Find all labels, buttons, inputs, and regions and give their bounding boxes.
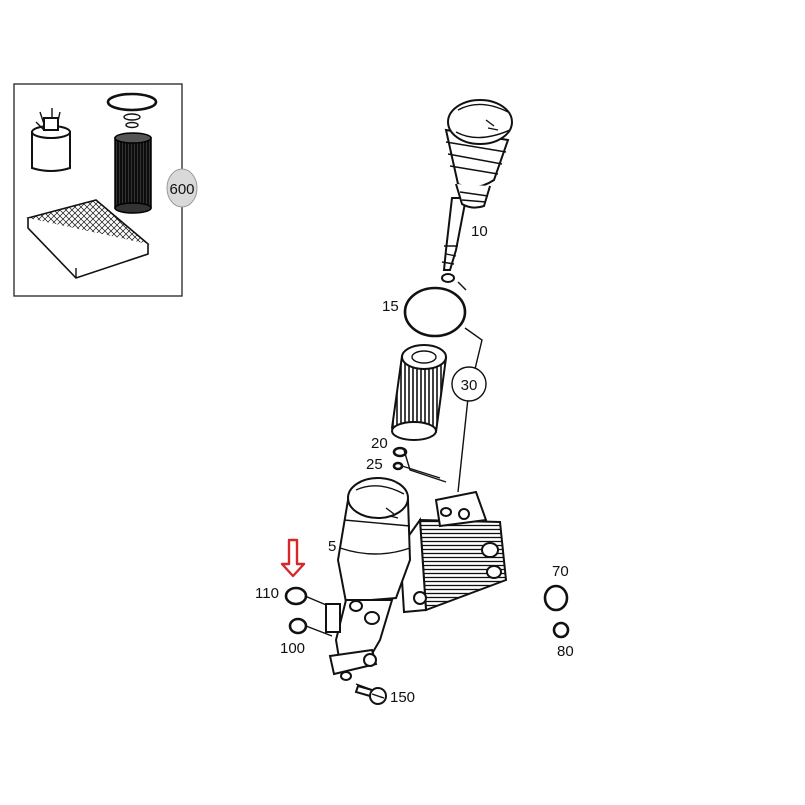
callout-80[interactable]: 80	[557, 643, 574, 660]
oil-filter-kit-drawing	[106, 92, 158, 214]
callout-10[interactable]: 10	[471, 223, 488, 240]
callout-25[interactable]: 25	[366, 456, 383, 473]
part-70-seal: 70	[543, 563, 569, 612]
part-15-oring: 15	[382, 286, 467, 338]
part-25-seal: 25	[366, 456, 404, 473]
callout-5[interactable]: 5	[328, 538, 336, 555]
part-150-bolt: 150	[354, 684, 415, 706]
highlight-arrow-icon	[280, 538, 306, 578]
part-110-oring: 110	[255, 585, 308, 606]
callout-600[interactable]: 600	[166, 168, 198, 208]
service-kit-inset: 600	[13, 83, 198, 297]
part-100-oring: 100	[280, 617, 308, 657]
callout-150[interactable]: 150	[390, 689, 415, 706]
part-30-filter-element: 30	[390, 344, 487, 441]
part-10-cap-assembly: 10	[441, 99, 513, 283]
fuel-filter-drawing	[31, 108, 71, 172]
part-5-filter-housing: 5	[325, 477, 508, 681]
callout-100[interactable]: 100	[280, 640, 305, 657]
callout-30[interactable]: 30	[451, 366, 487, 402]
callout-15[interactable]: 15	[382, 298, 399, 315]
callout-30-label: 30	[461, 377, 478, 394]
callout-110[interactable]: 110	[255, 585, 279, 602]
part-80-seal: 80	[552, 621, 574, 660]
part-20-seal: 20	[371, 435, 408, 458]
air-filter-drawing	[26, 199, 150, 279]
callout-70[interactable]: 70	[552, 563, 569, 580]
callout-20[interactable]: 20	[371, 435, 388, 452]
callout-600-label: 600	[169, 181, 194, 198]
